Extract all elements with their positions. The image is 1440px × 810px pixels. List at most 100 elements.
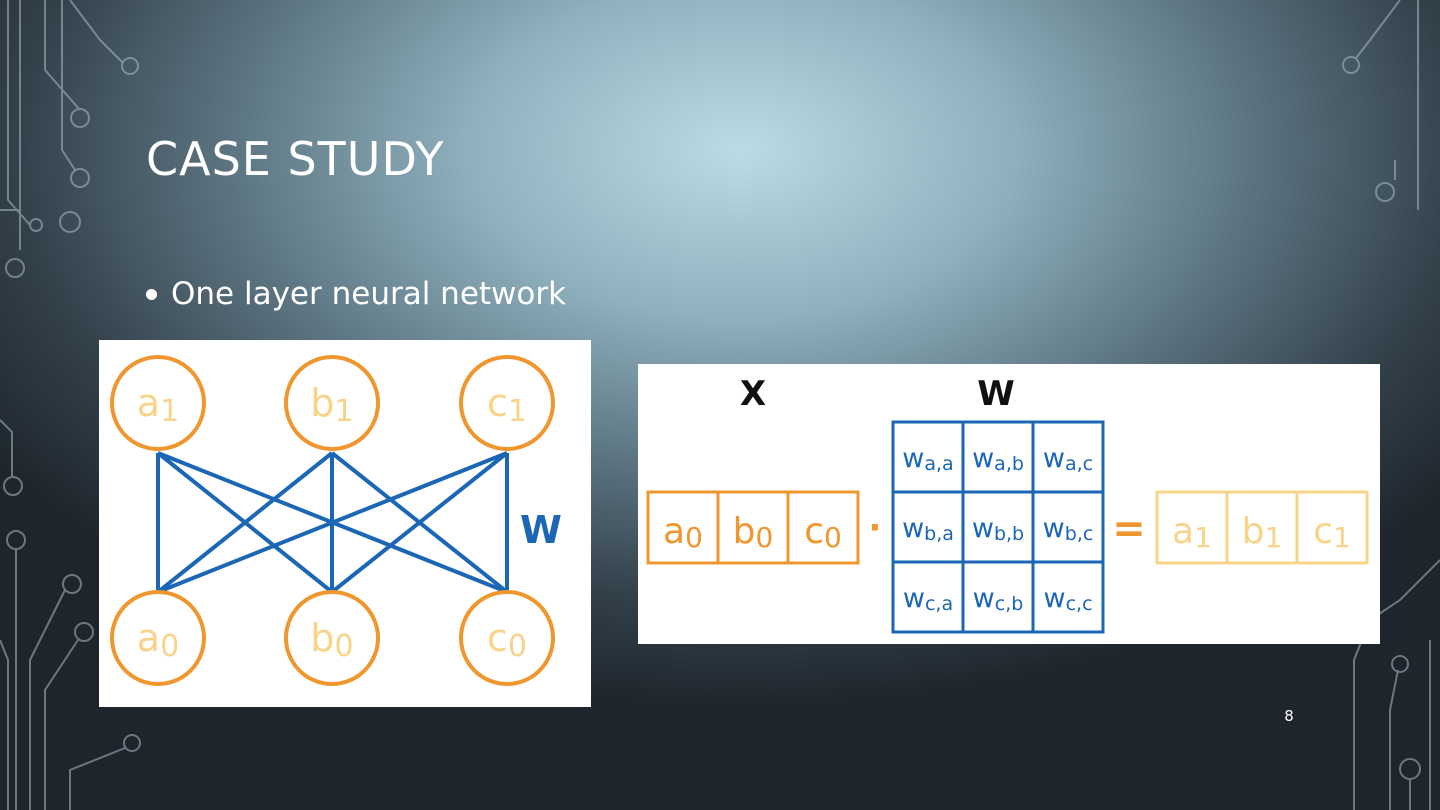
output-cell-label: b1 [1242,511,1283,554]
weight-cell-label: wc,a [903,583,953,615]
weight-cell-label-index: c,a [925,593,953,615]
weight-cell-label-index: b,b [994,523,1024,545]
weight-cell-label-letter: w [973,583,995,614]
weight-cell-label-letter: w [1043,443,1065,474]
bottom-node-0 [110,590,206,686]
weight-cell-label: wb,b [972,513,1024,545]
network-edges [156,451,509,594]
bullet-dot-icon [146,288,157,300]
bottom-node-label-index: 0 [160,629,179,664]
weight-cell-label-index: b,a [924,523,954,545]
top-node-label: c1 [487,381,527,429]
top-node-2 [459,355,555,451]
input-cell-label: c0 [804,511,842,554]
weight-cell-2-2 [1031,560,1105,634]
dot-operator: · [869,508,882,548]
bottom-node-2 [459,590,555,686]
weight-cell-label: wb,c [1043,513,1094,545]
page-number: 8 [1284,707,1294,725]
weight-cell-label-index: c,b [995,593,1024,615]
edge-1-0 [156,451,334,594]
weight-cell-label-index: a,a [924,453,953,475]
bottom-node-label-index: 0 [335,629,354,664]
input-cell-label: b0 [733,511,774,554]
output-cell-1 [1225,490,1299,565]
bottom-node-1 [284,590,380,686]
input-cell-label: a0 [663,511,703,554]
bottom-node-label: a0 [137,616,179,664]
top-node-label: a1 [137,381,179,429]
top-node-label-index: 1 [508,394,527,429]
top-node-label-letter: a [137,381,160,425]
bullet-text: One layer neural network [171,276,567,312]
bullet-item: One layer neural network [146,276,566,312]
weight-cell-label: wa,a [902,443,953,475]
top-node-0 [110,355,206,451]
w-label: W [977,374,1015,414]
bottom-node-label-letter: a [137,616,160,660]
edge-2-0 [157,451,508,594]
input-cell-label-index: 0 [685,521,703,554]
edge-2-1 [330,451,509,594]
top-node-label-letter: c [487,381,508,425]
input-cell-1 [716,490,790,565]
top-node-1 [284,355,380,451]
weight-cell-2-1 [961,560,1035,634]
weight-cell-label-letter: w [902,513,924,544]
weight-cell-label: wc,b [973,583,1024,615]
equals-operator: = [1112,506,1146,552]
output-cell-label-letter: b [1242,511,1265,552]
input-cell-2 [786,490,860,565]
weight-cell-2-0 [891,560,965,634]
input-cell-label-index: 0 [824,521,842,554]
input-cell-label-letter: a [663,511,685,552]
output-cell-label: a1 [1172,511,1212,554]
bottom-node-label: b0 [310,616,353,664]
weight-cell-label-letter: w [1043,583,1065,614]
weight-cell-label-index: b,c [1065,523,1094,545]
weight-cell-label-letter: w [903,583,925,614]
weight-cell-label-index: c,c [1066,593,1093,615]
top-node-label: b1 [310,381,353,429]
weight-cell-label: wc,c [1043,583,1092,615]
bottom-node-label: c0 [487,616,527,664]
bottom-node-label-index: 0 [508,629,527,664]
top-node-label-index: 1 [160,394,179,429]
input-cell-label-letter: c [804,511,824,552]
input-cell-label-index: 0 [756,521,774,554]
bottom-node-label-letter: b [310,616,334,660]
weight-cell-1-2 [1031,490,1105,564]
output-cell-label-index: 1 [1194,521,1212,554]
weight-cell-label: wa,c [1043,443,1093,475]
slide-title: CASE STUDY [146,132,445,186]
weight-label: W [520,508,562,552]
weight-cell-0-2 [1031,420,1105,494]
input-cell-label-letter: b [733,511,756,552]
x-label: X [740,374,766,414]
weight-cell-1-0 [891,490,965,564]
weight-cell-label-index: a,b [994,453,1024,475]
weight-cell-label-letter: w [972,513,994,544]
top-node-label-letter: b [310,381,334,425]
bottom-node-label-letter: c [487,616,508,660]
weight-cell-label-letter: w [1043,513,1065,544]
output-cell-2 [1295,490,1369,565]
weight-cell-label: wa,b [972,443,1024,475]
output-cell-label-index: 1 [1265,521,1283,554]
output-cell-label-index: 1 [1333,521,1351,554]
output-cell-label-letter: a [1172,511,1194,552]
output-cell-label: c1 [1313,511,1351,554]
top-node-label-index: 1 [335,394,354,429]
output-cell-label-letter: c [1313,511,1333,552]
weight-cell-label-letter: w [902,443,924,474]
weight-cell-label-letter: w [972,443,994,474]
